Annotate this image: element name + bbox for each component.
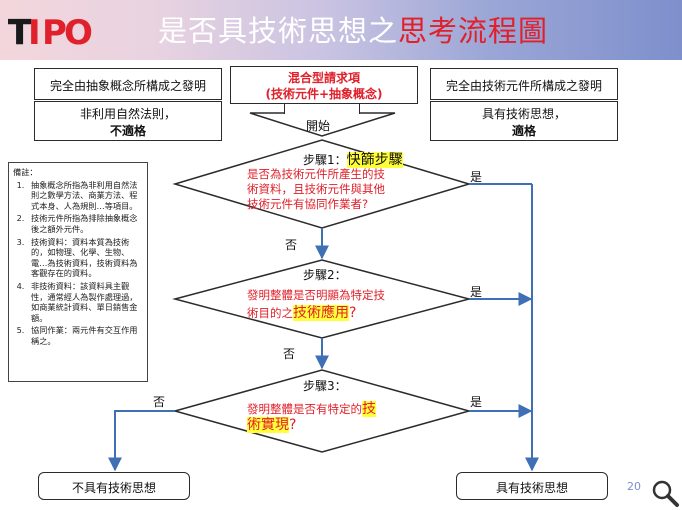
step1-question-line3: 技術元件有協同作業者?: [247, 197, 369, 211]
step1-question-line1: 是否為技術元件所產生的技: [247, 167, 385, 181]
tech-only-title-box: 完全由技術元件所構成之發明: [430, 68, 618, 100]
svg-text:O: O: [64, 13, 92, 52]
yes-label-step3: 是: [470, 395, 483, 409]
tipo-logo: T I P O: [8, 13, 94, 52]
notes-title: 備註：: [13, 167, 38, 177]
note-item: 抽象概念所指為非利用自然法則之數學方法、商業方法、程式本身、人為規則…等項目。: [27, 180, 143, 212]
note-item: 非技術資料：該資料具主觀性，通常經人為製作處理過，如商業統計資料、單日銷售金額。: [27, 281, 143, 323]
has-tech-result-box: 具有技術思想: [456, 472, 608, 500]
no-arrow-step3: [108, 410, 175, 472]
no-tech-result-box: 不具有技術思想: [38, 472, 190, 500]
note-item: 技術資料：資料本質為技術的，如物理、化學、生物、電…為技術資料，技術資料為客觀存…: [27, 237, 143, 279]
step2-label: 步驟2：: [303, 268, 347, 282]
step1-question-line2: 術資料，且技術元件與其他: [247, 182, 385, 196]
svg-text:P: P: [42, 13, 66, 52]
step2-question-line2: 術目的之技術應用?: [247, 305, 357, 321]
step2-question-line1: 發明整體是否明顯為特定技: [247, 288, 385, 302]
hybrid-claim-stem: [284, 104, 360, 114]
svg-text:I: I: [28, 13, 39, 52]
no-label-step1: 否: [285, 238, 298, 252]
note-item: 技術元件所指為排除抽象概念後之額外元件。: [27, 213, 143, 234]
abstract-only-result-box: 非利用自然法則， 不適格: [34, 101, 222, 141]
magnifier-icon[interactable]: [650, 478, 680, 508]
step3-question-line2: 術實現?: [247, 417, 297, 433]
notes-list: 抽象概念所指為非利用自然法則之數學方法、商業方法、程式本身、人為規則…等項目。 …: [13, 180, 143, 347]
abstract-only-title-box: 完全由抽象概念所構成之發明: [34, 68, 222, 100]
header-banner: T I P O 是否具技術思想之思考流程圖: [0, 0, 682, 60]
step1-label: 步驟1：快篩步驟: [303, 152, 403, 168]
no-label-step2: 否: [283, 347, 296, 361]
start-label: 開始: [306, 119, 331, 133]
hybrid-claim-box: 混合型請求項 (技術元件+抽象概念): [230, 66, 418, 104]
yes-label-step1: 是: [470, 170, 483, 184]
note-item: 協同作業：兩元件有交互作用稱之。: [27, 325, 143, 346]
tech-only-result-box: 具有技術思想， 適格: [430, 101, 618, 141]
step3-question-line1: 發明整體是否有特定的技: [247, 401, 376, 417]
no-label-step3: 否: [153, 395, 166, 409]
step3-label: 步驟3：: [303, 379, 347, 393]
page-title: 是否具技術思想之思考流程圖: [158, 14, 549, 48]
notes-panel: 備註： 抽象概念所指為非利用自然法則之數學方法、商業方法、程式本身、人為規則…等…: [8, 162, 148, 382]
yes-label-step2: 是: [470, 285, 483, 299]
page-number: 20: [627, 480, 641, 493]
